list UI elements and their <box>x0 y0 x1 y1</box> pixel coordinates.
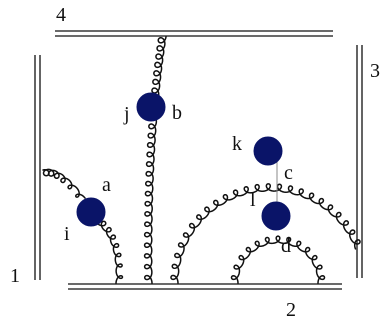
rail-left <box>34 55 41 280</box>
label-j: j <box>123 103 130 125</box>
vertex-i-a <box>76 197 106 227</box>
rail-label-1: 1 <box>10 265 20 287</box>
vertex-l-d <box>261 201 291 231</box>
gluon-vertical-j-b <box>143 36 167 284</box>
rail-label-2: 2 <box>286 299 296 321</box>
rail-label-3: 3 <box>370 60 380 82</box>
rail-bottom <box>68 283 342 290</box>
label-i: i <box>64 223 70 245</box>
vertex-k-c <box>253 136 283 166</box>
label-c: c <box>284 162 293 184</box>
gluon-i-to-rail-2 <box>97 220 124 284</box>
gluon-left-a <box>42 168 86 199</box>
label-d: d <box>281 235 291 257</box>
label-k: k <box>232 133 242 155</box>
rail-right <box>356 45 363 278</box>
gluon-arc-l-d <box>230 235 326 284</box>
label-b: b <box>172 102 182 124</box>
vertex-j-b <box>136 92 166 122</box>
gluon-arc-k-c <box>170 183 361 284</box>
label-l: l <box>250 189 256 211</box>
rail-top <box>55 30 333 37</box>
label-a: a <box>102 174 111 196</box>
rail-label-4: 4 <box>56 4 66 26</box>
